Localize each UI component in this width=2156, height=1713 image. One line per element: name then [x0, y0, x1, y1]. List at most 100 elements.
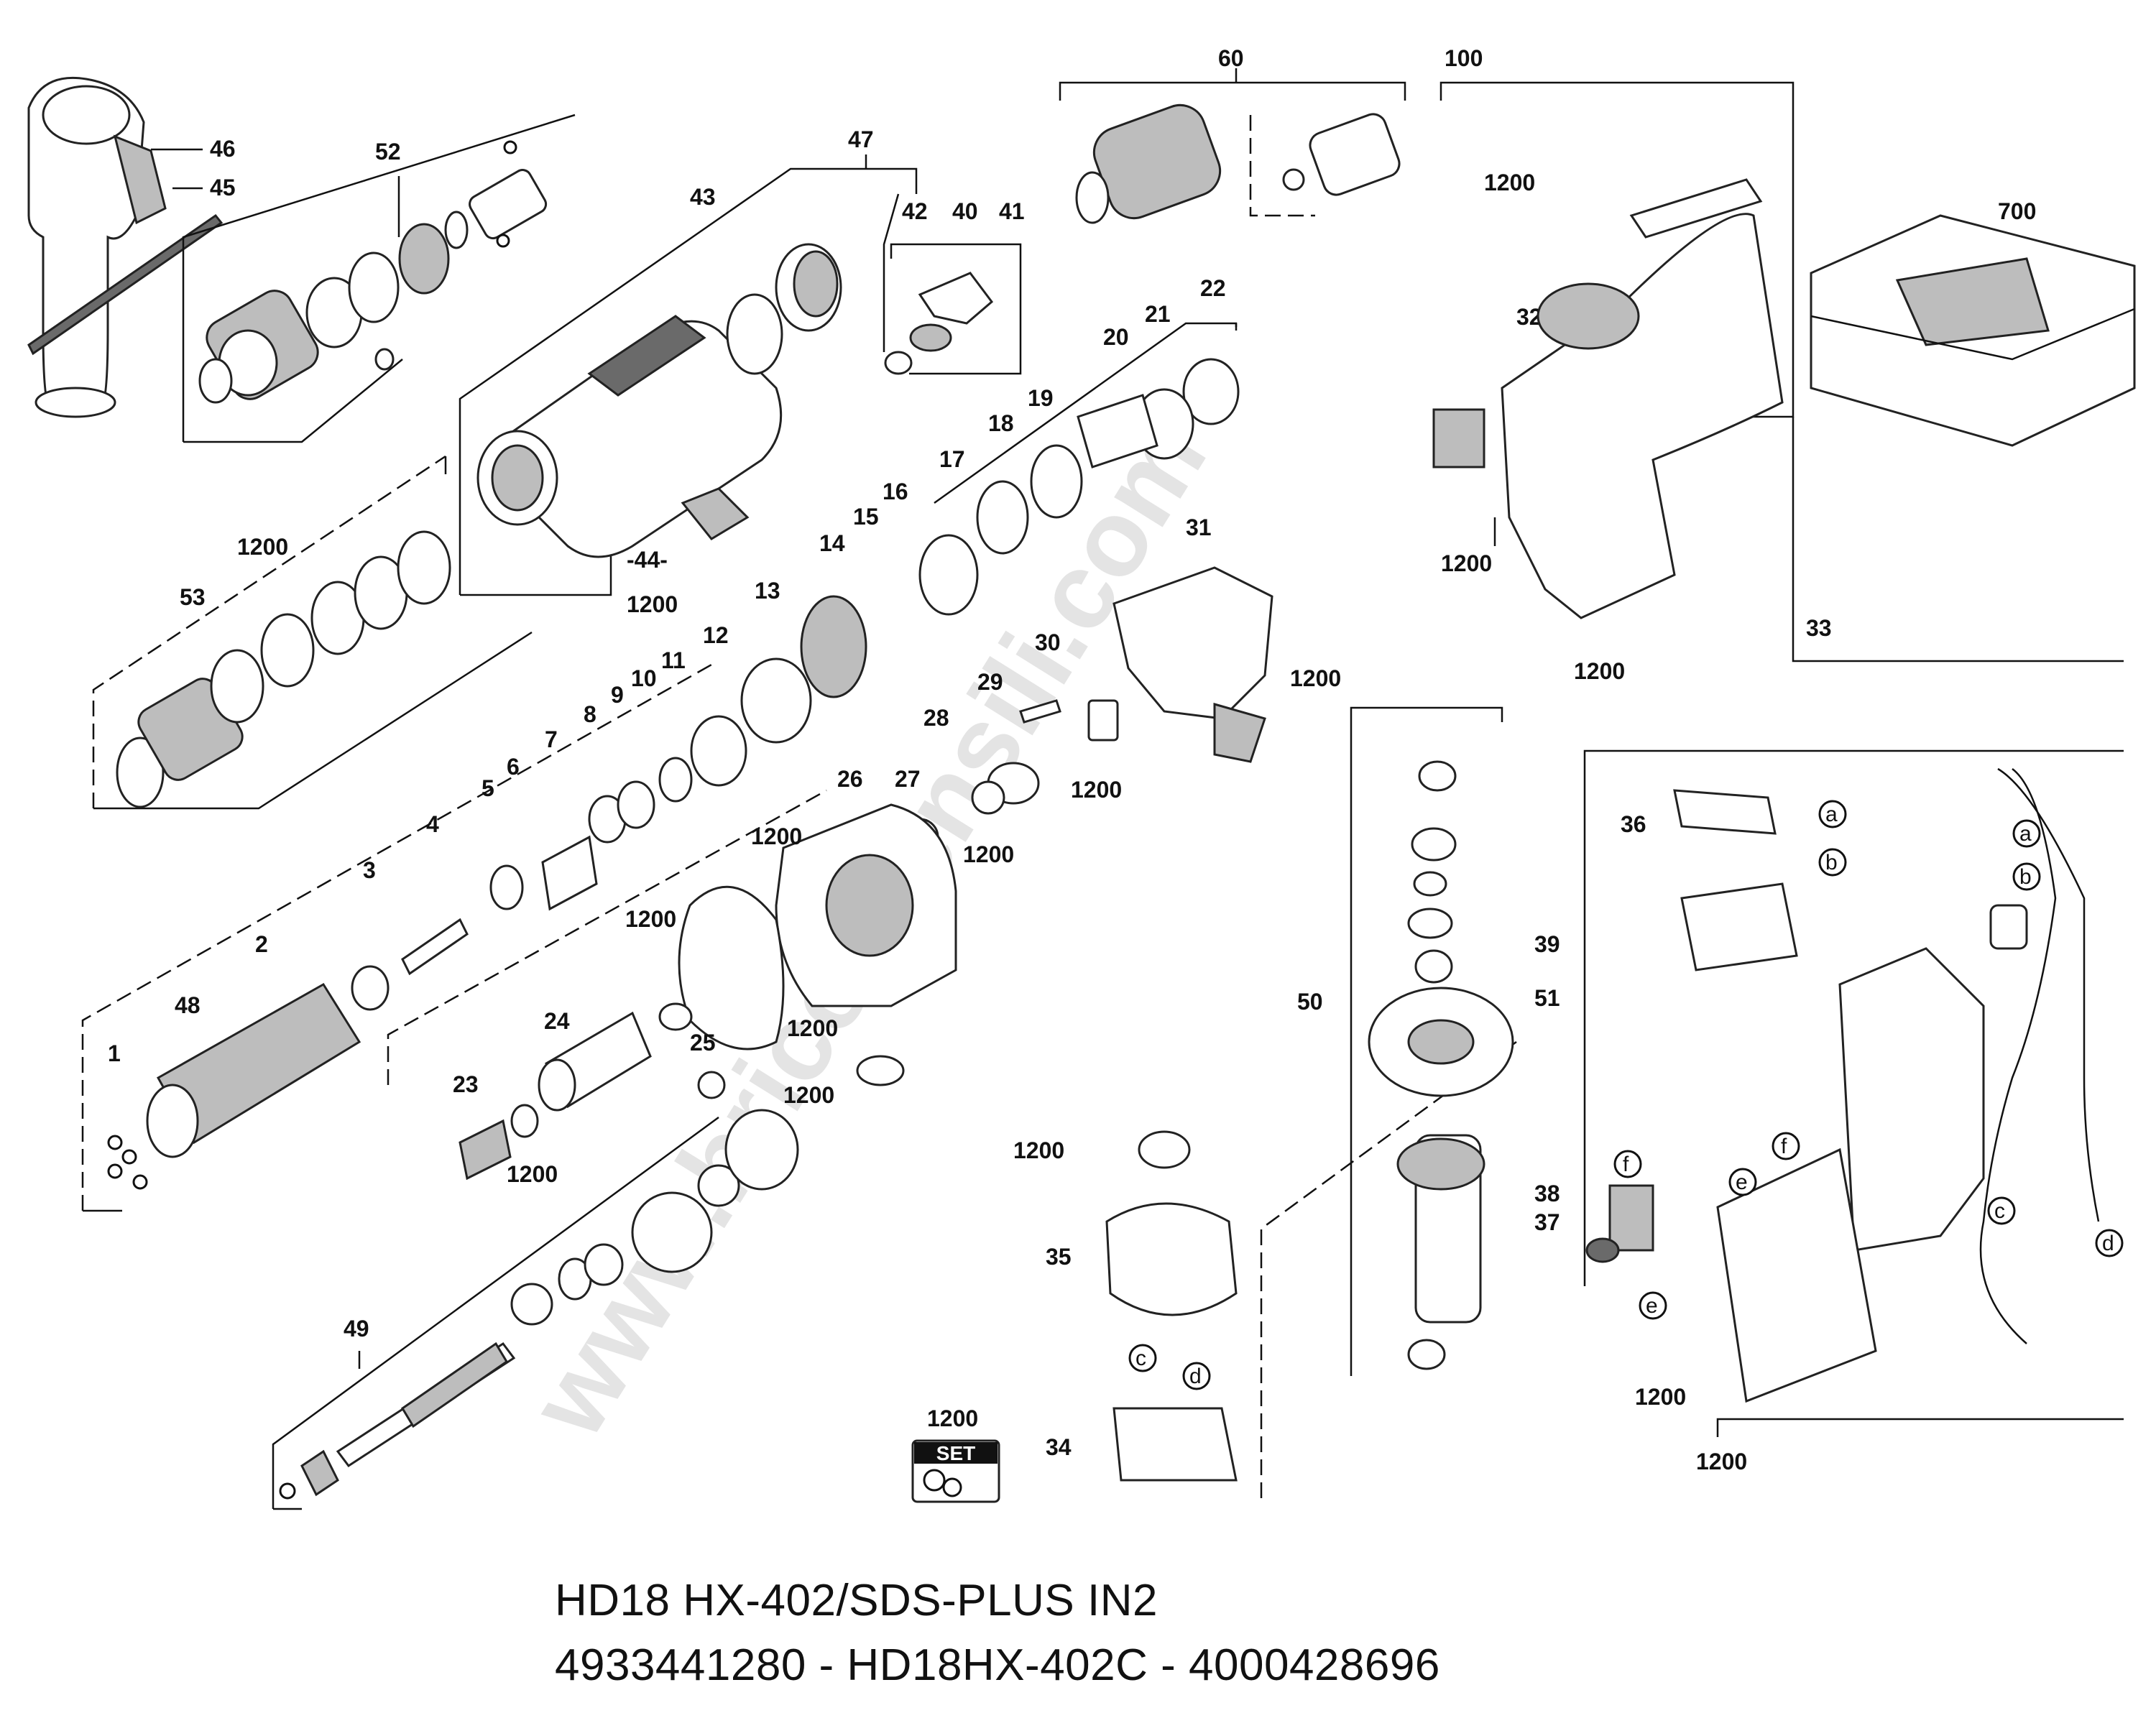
part-label-34: 34	[1046, 1434, 1072, 1460]
part-group-24: 24 23 25 1200	[453, 1008, 726, 1187]
svg-text:a: a	[1825, 803, 1838, 826]
part-label-4: 4	[426, 811, 439, 837]
part-label-17: 17	[939, 446, 965, 472]
svg-text:b: b	[2019, 865, 2032, 889]
part-label-9: 9	[611, 682, 624, 708]
part-group-35: 1200 35 34 c d	[1013, 1040, 1517, 1498]
svg-text:a: a	[2019, 822, 2032, 846]
part-label-38: 38	[1534, 1181, 1560, 1206]
part-label-29: 29	[977, 669, 1003, 695]
set-badge: 1200 SET	[911, 1405, 1000, 1503]
part-label-1200: 1200	[787, 1015, 838, 1041]
part-label-21: 21	[1145, 301, 1171, 327]
part-label-24: 24	[544, 1008, 570, 1034]
part-label-1200: 1200	[1071, 777, 1122, 803]
part-label-47: 47	[848, 126, 874, 152]
part-group-52: 52	[182, 114, 576, 443]
part-label-1200: 1200	[1441, 550, 1492, 576]
part-group-47: 47 43 -44- 1200	[459, 126, 918, 617]
part-label-1200: 1200	[927, 1405, 978, 1431]
diagram-title-model: HD18 HX-402/SDS-PLUS IN2	[555, 1576, 1158, 1625]
part-label-15: 15	[853, 504, 879, 530]
svg-text:c: c	[1135, 1347, 1146, 1370]
part-label-43: 43	[690, 184, 716, 210]
part-label-45: 45	[210, 175, 236, 200]
part-label-31: 31	[1186, 514, 1212, 540]
part-label-1200: 1200	[1484, 170, 1535, 195]
part-group-100: 100 1200 32 1200 1200	[1432, 45, 1795, 684]
part-label-26: 26	[837, 766, 863, 792]
part-label-1200: 1200	[783, 1082, 834, 1108]
part-label-100: 100	[1445, 45, 1483, 71]
gear-case-26: 1200 1200 1200 1200	[387, 789, 957, 1108]
part-label-1200: 1200	[627, 591, 678, 617]
part-label-1200: 1200	[1013, 1137, 1064, 1163]
part-label-44: -44-	[627, 547, 668, 573]
part-label-1: 1	[108, 1040, 121, 1066]
part-label-18: 18	[988, 410, 1014, 436]
svg-text:d: d	[1189, 1365, 1202, 1388]
part-label-1200: 1200	[1574, 658, 1625, 684]
part-group-48: 48 1 2 3 4 5 6 7 8 9 10 11 12	[81, 622, 747, 1212]
svg-text:f: f	[1781, 1135, 1787, 1158]
part-label-8: 8	[584, 701, 596, 727]
part-label-35: 35	[1046, 1244, 1072, 1270]
part-label-30: 30	[1035, 629, 1061, 655]
part-group-53: 53 1200	[92, 455, 533, 810]
part-label-1200: 1200	[751, 823, 802, 849]
part-label-53: 53	[180, 584, 206, 610]
part-label-60: 60	[1218, 45, 1244, 71]
part-group-42: 42 40 41	[890, 198, 1025, 375]
part-label-46: 46	[210, 136, 236, 162]
part-label-1200: 1200	[237, 534, 288, 560]
svg-text:e: e	[1646, 1294, 1658, 1318]
svg-text:d: d	[2102, 1232, 2114, 1255]
part-label-25: 25	[690, 1030, 716, 1056]
part-label-19: 19	[1028, 385, 1054, 411]
part-label-1200: 1200	[507, 1161, 558, 1187]
part-label-42: 42	[902, 198, 928, 224]
part-label-41: 41	[999, 198, 1025, 224]
part-group-50: 50	[1297, 706, 1514, 1376]
part-label-1200: 1200	[625, 906, 676, 932]
part-label-10: 10	[631, 665, 657, 691]
part-label-2: 2	[255, 931, 268, 957]
svg-text:e: e	[1736, 1171, 1748, 1194]
part-label-27: 27	[895, 766, 921, 792]
part-label-28: 28	[923, 705, 949, 731]
part-label-3: 3	[363, 857, 376, 883]
svg-text:c: c	[1994, 1199, 2005, 1223]
part-label-36: 36	[1621, 811, 1646, 837]
part-label-33: 33	[1806, 615, 1832, 641]
part-label-51: 51	[1534, 985, 1560, 1011]
carry-case-700: 700	[1810, 198, 2136, 447]
part-label-11: 11	[661, 647, 686, 673]
part-label-7: 7	[545, 726, 558, 752]
part-label-52: 52	[375, 139, 401, 165]
part-label-5: 5	[482, 775, 494, 801]
part-label-50: 50	[1297, 989, 1323, 1015]
part-group-60: 60	[1059, 45, 1406, 224]
diagram-title-codes: 4933441280 - HD18HX-402C - 4000428696	[555, 1640, 1440, 1690]
part-group-33: 33 36 39 51 38 37 1200 1200 a b a b c d …	[1534, 417, 2124, 1474]
side-handle-group: 46 45	[27, 76, 236, 418]
part-label-22: 22	[1200, 275, 1226, 301]
part-label-16: 16	[883, 479, 908, 504]
svg-text:SET: SET	[936, 1442, 975, 1464]
part-label-6: 6	[507, 754, 520, 780]
part-label-23: 23	[453, 1071, 479, 1097]
part-label-1200: 1200	[963, 841, 1014, 867]
svg-text:b: b	[1825, 851, 1838, 874]
part-group-49: 49	[272, 1109, 799, 1510]
part-label-20: 20	[1103, 324, 1129, 350]
part-group-22: 22 21 20 19 18 17 16 15 14 13	[740, 275, 1240, 744]
part-label-49: 49	[344, 1316, 369, 1342]
part-label-12: 12	[703, 622, 729, 648]
part-label-37: 37	[1534, 1209, 1560, 1235]
part-label-39: 39	[1534, 931, 1560, 957]
part-label-1200: 1200	[1635, 1384, 1686, 1410]
part-group-31: 31 30 29 28 27 26 1200 1200 1200	[837, 514, 1341, 867]
part-label-40: 40	[952, 198, 978, 224]
part-label-1200: 1200	[1290, 665, 1341, 691]
